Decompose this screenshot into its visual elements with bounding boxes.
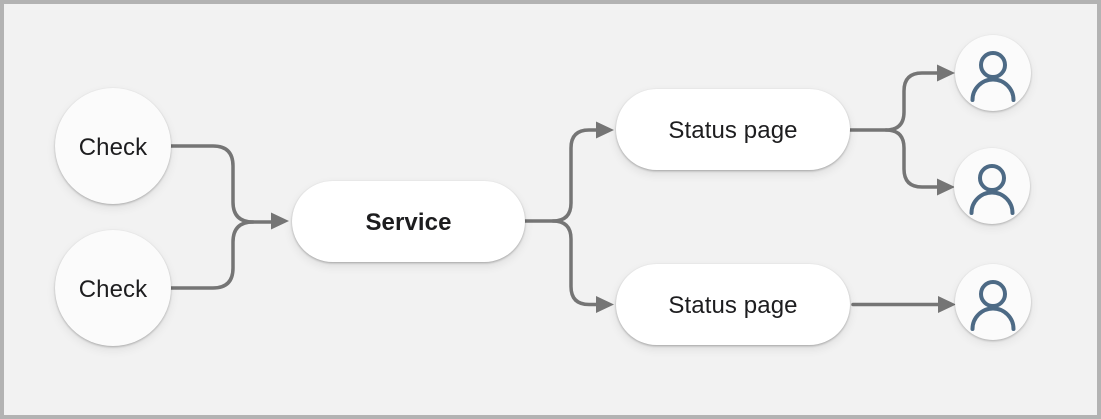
node-check-2-label: Check bbox=[78, 275, 148, 303]
arrowhead-user2 bbox=[937, 178, 955, 196]
edge-check2-service bbox=[168, 220, 255, 290]
edge-check1-service bbox=[168, 144, 273, 224]
node-status-page-1-label: Status page bbox=[668, 117, 798, 144]
user-icon bbox=[970, 279, 1016, 331]
node-service: Service bbox=[292, 181, 525, 262]
node-check-1-label: Check bbox=[78, 133, 148, 161]
user-icon bbox=[969, 163, 1015, 215]
user-icon bbox=[970, 50, 1016, 102]
node-user-3 bbox=[955, 264, 1031, 340]
node-user-1 bbox=[955, 35, 1031, 111]
node-status-page-1: Status page bbox=[616, 89, 850, 170]
arrowhead-service bbox=[271, 212, 289, 230]
arrowhead-user1 bbox=[937, 64, 955, 82]
node-check-1: Check bbox=[55, 88, 171, 204]
arrowhead-status2 bbox=[596, 296, 614, 313]
arrowhead-status1 bbox=[596, 121, 614, 139]
edge-service-status2 bbox=[551, 219, 598, 307]
node-check-2: Check bbox=[55, 230, 171, 346]
node-status-page-2: Status page bbox=[616, 264, 850, 345]
node-user-2 bbox=[954, 148, 1030, 224]
edge-service-status1 bbox=[522, 128, 598, 223]
arrowhead-user3 bbox=[938, 296, 956, 313]
edge-status1-user1 bbox=[847, 71, 939, 132]
edge-status1-user2 bbox=[884, 128, 939, 189]
node-status-page-2-label: Status page bbox=[668, 292, 798, 319]
node-service-label: Service bbox=[365, 209, 452, 236]
